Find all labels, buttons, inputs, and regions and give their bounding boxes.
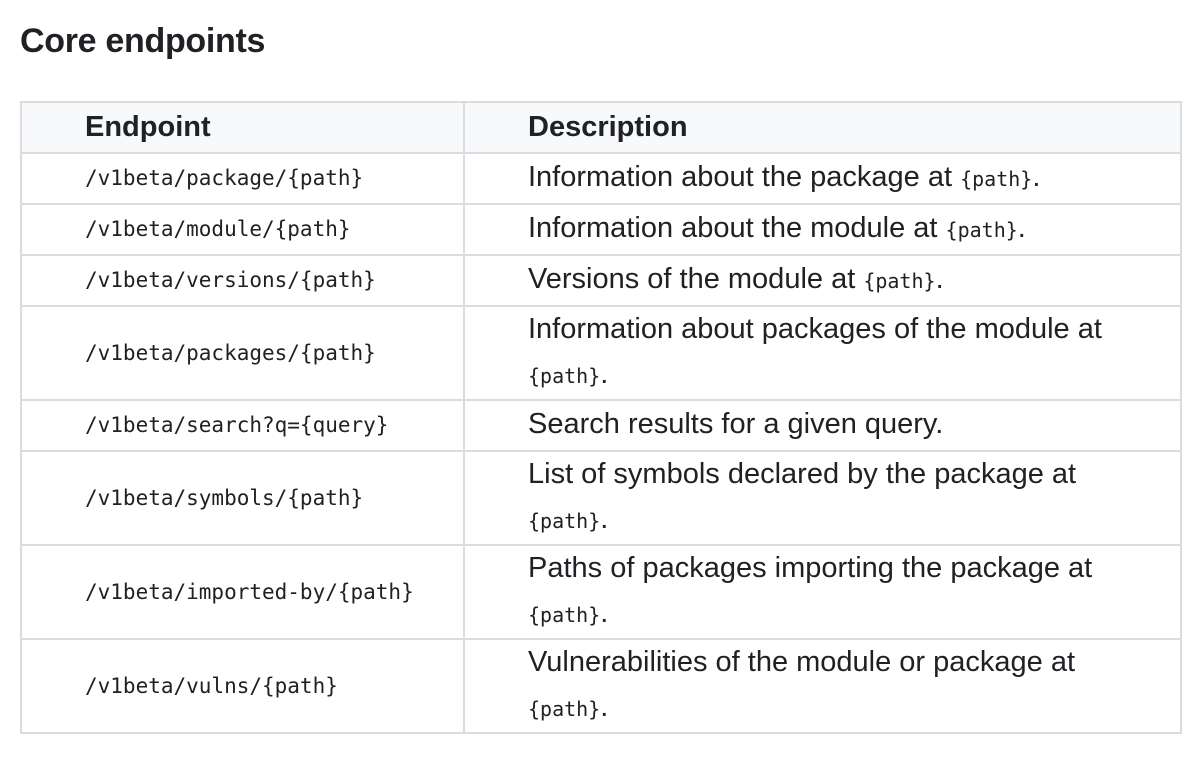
table-row: /v1beta/vulns/{path} Vulnerabilities of … [20,638,1182,734]
path-code: {path} [960,167,1033,191]
description-cell: Information about the package at {path}. [463,152,1182,205]
endpoint-cell: /v1beta/search?q={query} [20,399,465,452]
table-row: /v1beta/versions/{path} Versions of the … [20,254,1182,307]
description-tail: . [1017,212,1026,244]
path-code: {path} [528,697,601,721]
description-text: Paths of packages importing the package … [528,552,1093,584]
endpoint-cell: /v1beta/versions/{path} [20,254,465,307]
table-row: /v1beta/module/{path} Information about … [20,203,1182,256]
description-tail: . [935,263,944,295]
section-title: Core endpoints [20,22,266,60]
description-text: List of symbols declared by the package … [528,458,1077,490]
table-row: /v1beta/package/{path} Information about… [20,152,1182,205]
description-text: Information about the module at [528,212,946,244]
description-tail: . [600,691,609,723]
description-text: Search results for a given query. [528,408,944,440]
header-description: Description [463,101,1182,154]
endpoint-cell: /v1beta/package/{path} [20,152,465,205]
description-tail: . [600,503,609,535]
description-cell: Search results for a given query. [463,399,1182,452]
description-tail: . [600,597,609,629]
description-text: Vulnerabilities of the module or package… [528,646,1076,678]
description-text: Information about the package at [528,161,961,193]
description-cell: Information about packages of the module… [463,305,1182,401]
endpoint-cell: /v1beta/imported-by/{path} [20,544,465,640]
description-text: Information about packages of the module… [528,313,1102,345]
description-tail: . [1032,161,1041,193]
table-row: /v1beta/packages/{path} Information abou… [20,305,1182,401]
path-code: {path} [528,509,601,533]
endpoint-cell: /v1beta/packages/{path} [20,305,465,401]
endpoint-cell: /v1beta/module/{path} [20,203,465,256]
description-cell: List of symbols declared by the package … [463,450,1182,546]
path-code: {path} [945,218,1018,242]
endpoints-table-container: Endpoint Description /v1beta/package/{pa… [20,101,1182,734]
path-code: {path} [863,269,936,293]
path-code: {path} [528,603,601,627]
table-row: /v1beta/imported-by/{path} Paths of pack… [20,544,1182,640]
table-row: /v1beta/search?q={query} Search results … [20,399,1182,452]
path-code: {path} [528,364,601,388]
description-tail: . [600,358,609,390]
table-header-row: Endpoint Description [20,101,1182,154]
endpoint-cell: /v1beta/vulns/{path} [20,638,465,734]
header-endpoint: Endpoint [20,101,465,154]
description-cell: Vulnerabilities of the module or package… [463,638,1182,734]
description-cell: Paths of packages importing the package … [463,544,1182,640]
endpoints-table: Endpoint Description /v1beta/package/{pa… [20,101,1182,734]
endpoint-cell: /v1beta/symbols/{path} [20,450,465,546]
description-cell: Information about the module at {path}. [463,203,1182,256]
table-row: /v1beta/symbols/{path} List of symbols d… [20,450,1182,546]
description-cell: Versions of the module at {path}. [463,254,1182,307]
description-text: Versions of the module at [528,263,864,295]
